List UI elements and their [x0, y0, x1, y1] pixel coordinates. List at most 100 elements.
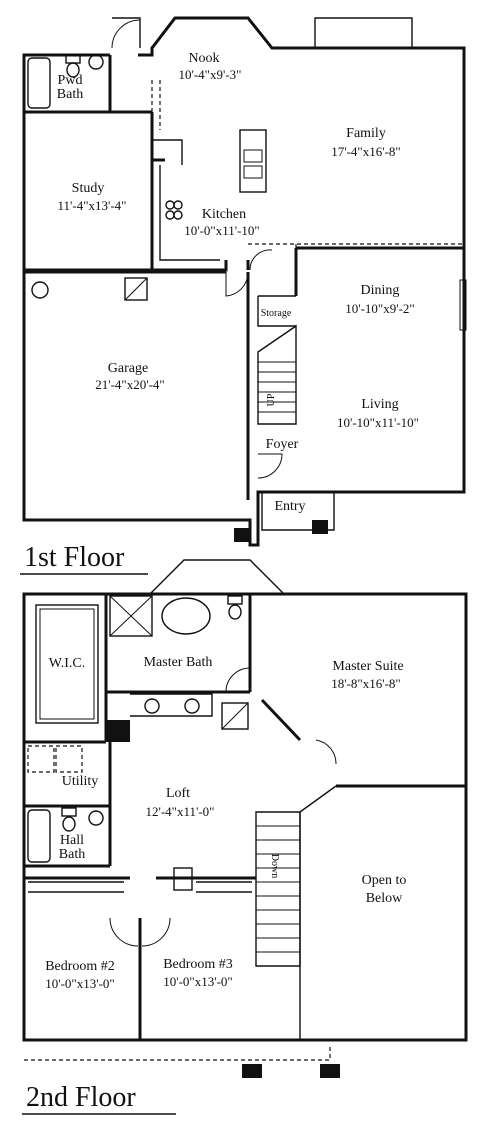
- linen-column: [106, 720, 130, 742]
- kitchen-dims: 10'-0"x11'-10": [184, 223, 259, 238]
- wic-walls: [24, 594, 108, 744]
- foyer-name: Foyer: [266, 437, 299, 452]
- bedroom-walls: [24, 876, 256, 1040]
- hall-bath-name-line2: Bath: [59, 847, 85, 862]
- hall-bath-walls: [24, 806, 112, 868]
- second-floor-label: 2nd Floor: [26, 1082, 136, 1113]
- second-floor-plan: W.I.C. Master Bath Master Suite 18'-8"x1…: [22, 559, 468, 1115]
- family-dims: 17'-4"x16'-8": [331, 144, 400, 159]
- utility-name: Utility: [62, 774, 99, 789]
- linen-closet-icon: [221, 702, 249, 730]
- garage-walls: [24, 270, 250, 500]
- wic-name: W.I.C.: [49, 656, 85, 671]
- furnace-icon: [124, 277, 148, 301]
- hall-bath-tub: [27, 809, 51, 863]
- bedroom3-dims: 10'-0"x13'-0": [163, 974, 232, 989]
- master-sink-icon: [144, 698, 160, 714]
- bedroom2-dims: 10'-0"x13'-0": [45, 976, 114, 991]
- loft-dims: 12'-4"x11'-0": [146, 804, 215, 819]
- kitchen-island: [239, 129, 267, 193]
- stair-down-outline: [255, 811, 301, 967]
- porch-roof-line: [24, 1044, 331, 1061]
- master-bath-name: Master Bath: [144, 655, 213, 670]
- furnace-icon-x: [124, 277, 148, 301]
- stair-up-label: UP: [266, 393, 277, 406]
- shower-icon-x: [109, 595, 153, 637]
- master-bath-toilet-icon: [227, 595, 243, 605]
- storage-door-swing: [249, 249, 273, 271]
- storage-name: Storage: [261, 308, 292, 319]
- first-floor-plan: Pwd Bath Study 11'-4"x13'-4" Nook 10'-4"…: [20, 16, 467, 575]
- range-burner-icon-3: [165, 210, 175, 220]
- hall-bath-toilet-bowl-icon: [62, 816, 76, 832]
- master-suite-name: Master Suite: [332, 659, 403, 674]
- loft-name: Loft: [166, 786, 190, 801]
- master-bath-vanity: [130, 693, 213, 717]
- linen-closet-icon-x: [221, 702, 249, 730]
- master-bath-door-swing: [225, 667, 251, 693]
- bedroom-column: [173, 867, 193, 891]
- second-floor-outer-wall: [22, 592, 468, 1042]
- bedroom3-name: Bedroom #3: [163, 957, 233, 972]
- stair-up-treads: [258, 361, 296, 413]
- garage-door-swing: [225, 272, 249, 297]
- dryer-icon: [55, 745, 83, 773]
- stair-up-outline: [257, 324, 297, 425]
- dining-name: Dining: [361, 283, 400, 298]
- hall-bath-toilet-icon: [61, 807, 77, 817]
- master-sink-icon-2: [184, 698, 200, 714]
- first-floor-label: 1st Floor: [24, 542, 125, 573]
- stair-railing: [299, 785, 337, 1040]
- washer-icon: [27, 745, 55, 773]
- hall-bath-sink-icon: [88, 810, 104, 826]
- master-bath-walls: [106, 594, 252, 694]
- master-tub: [161, 597, 211, 635]
- study-name: Study: [72, 181, 105, 196]
- powder-bath-walls: [24, 55, 152, 114]
- garage-dims: 21'-4"x20'-4": [95, 377, 164, 392]
- porch-column-2: [320, 1064, 340, 1078]
- powder-bath-sink-icon: [88, 54, 104, 70]
- range-burner-icon-4: [173, 210, 183, 220]
- dining-dims: 10'-10"x9'-2": [345, 301, 414, 316]
- stair-down-label: Down: [269, 854, 280, 878]
- master-bath-bay: [149, 559, 285, 595]
- study-walls: [24, 112, 154, 272]
- porch-column: [242, 1064, 262, 1078]
- bedroom2-name: Bedroom #2: [45, 959, 115, 974]
- kitchen-counter: [152, 139, 220, 261]
- powder-bath-name-line2: Bath: [57, 87, 83, 102]
- dining-dashed-opening: [248, 243, 464, 296]
- water-heater-icon: [31, 281, 49, 299]
- family-window: [314, 17, 413, 48]
- entry-column: [234, 528, 250, 542]
- entry-column-2: [312, 520, 328, 534]
- bedroom3-closet: [196, 881, 252, 893]
- dining-walls: [294, 246, 464, 296]
- nook-rear-door: [112, 17, 141, 48]
- dining-window: [459, 279, 467, 331]
- range-burner-icon-2: [173, 200, 183, 210]
- kitchen-sink-icon-2: [243, 165, 263, 179]
- wic-shelf-inner: [39, 608, 95, 720]
- powder-bath-tub: [27, 57, 51, 109]
- bedroom3-door-swing: [141, 917, 171, 947]
- kitchen-walls: [152, 158, 250, 272]
- kitchen-sink-icon: [243, 149, 263, 163]
- study-dims: 11'-4"x13'-4": [58, 198, 127, 213]
- stair-down-treads: [256, 825, 300, 953]
- entry-name: Entry: [274, 499, 305, 514]
- foyer-door-swing: [257, 453, 283, 479]
- living-name: Living: [361, 397, 398, 412]
- living-dims: 10'-10"x11'-10": [337, 415, 419, 430]
- first-floor-outer-wall: [22, 16, 466, 547]
- family-name: Family: [346, 126, 386, 141]
- garage-name: Garage: [108, 361, 148, 376]
- nook-name: Nook: [188, 51, 219, 66]
- master-suite-walls: [248, 594, 466, 788]
- study-closet-dashes: [151, 80, 161, 130]
- shower-icon: [109, 595, 153, 637]
- bedroom2-closet: [28, 881, 124, 893]
- wic-shelf: [35, 604, 99, 724]
